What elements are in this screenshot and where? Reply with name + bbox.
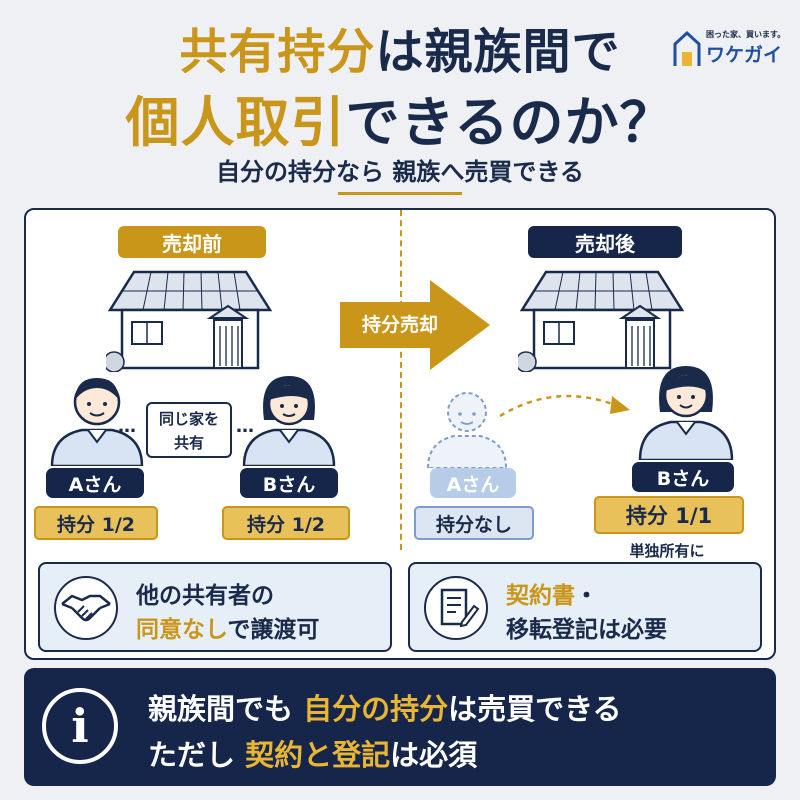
info-consent-line1: 他の共有者の — [136, 583, 274, 609]
subtitle: 自分の持分なら 親族へ売買できる — [216, 158, 584, 186]
person-b-share: 持分 1/2 — [222, 506, 350, 540]
logo-tagline: 困った家、買います。 — [706, 30, 786, 39]
right-arrow-icon — [340, 280, 490, 370]
info-card-consent: 他の共有者の 同意なしで譲渡可 — [38, 562, 392, 652]
title-highlight: 個人取引 — [125, 91, 346, 154]
info-icon: i — [42, 688, 118, 764]
title-highlight: 共有持分 — [179, 24, 376, 80]
summary-banner: i 親族間でも 自分の持分は売買できる ただし 契約と登記は必須 — [24, 668, 776, 786]
summary-line2-highlight: 契約と登記 — [245, 738, 391, 772]
house-icon — [106, 270, 273, 372]
summary-line1: 親族間でも 自分の持分は売買できる — [148, 686, 622, 728]
person-a-share: 持分 1/2 — [34, 506, 158, 540]
summary-line1-highlight: 自分の持分 — [303, 692, 449, 726]
person-b-after-share: 持分 1/1 — [594, 496, 744, 534]
summary-line2: ただし 契約と登記は必須 — [148, 732, 477, 774]
info-consent-line2: 同意なしで譲渡可 — [136, 610, 319, 644]
info-contract-highlight: 契約書 — [506, 583, 575, 609]
info-contract-line2: 移転登記は必要 — [506, 617, 667, 643]
arrow-label: 持分売却 — [361, 314, 438, 336]
house-icon — [518, 270, 685, 372]
title-rest: は親族間で — [375, 24, 621, 80]
before-label: 売却前 — [118, 226, 266, 258]
transfer-arrow-icon — [499, 394, 630, 418]
person-a-after-name: Aさん — [430, 468, 516, 498]
person-a-name: Aさん — [46, 468, 144, 498]
sole-ownership-note: 単独所有に — [629, 542, 705, 560]
summary-line1-pre: 親族間でも — [148, 692, 304, 726]
info-contract-rest: ・ — [575, 583, 598, 609]
handshake-icon — [54, 576, 118, 640]
info-consent-highlight: 同意なし — [136, 617, 228, 643]
after-label: 売却後 — [528, 226, 682, 258]
shared-line1: 同じ家を — [158, 410, 219, 428]
person-b-after-name: Bさん — [632, 462, 734, 492]
document-pen-icon — [424, 576, 488, 640]
summary-line1-rest: は売買できる — [448, 692, 622, 726]
info-consent-rest: で譲渡可 — [227, 617, 320, 643]
connector-dots: … — [118, 416, 137, 437]
person-a-ghost-avatar — [426, 392, 508, 468]
logo-name: ワケガイ — [706, 44, 783, 66]
person-a-after-share: 持分なし — [414, 506, 534, 540]
shared-line2: 共有 — [173, 434, 204, 452]
brand-logo: 困った家、買います。 ワケガイ — [672, 26, 786, 70]
section-divider — [400, 210, 402, 550]
summary-line2-pre: ただし — [148, 738, 246, 772]
info-contract-line1: 契約書・ — [506, 576, 598, 610]
page-title-line1: 共有持分は親族間で — [0, 12, 800, 82]
title-rest: できるのか？ — [345, 91, 675, 154]
person-a-avatar — [50, 378, 144, 466]
summary-line2-rest: は必須 — [390, 738, 478, 772]
shared-house-note: 同じ家を 共有 — [146, 402, 232, 458]
person-b-name: Bさん — [240, 468, 338, 498]
person-b-avatar — [242, 376, 336, 466]
subtitle-underline — [338, 192, 462, 195]
info-card-contract: 契約書・ 移転登記は必要 — [408, 562, 762, 652]
connector-dots: … — [236, 416, 255, 437]
page-title-line2: 個人取引できるのか？ — [0, 78, 800, 157]
house-logo-icon — [673, 30, 701, 66]
person-b-avatar — [638, 366, 734, 460]
